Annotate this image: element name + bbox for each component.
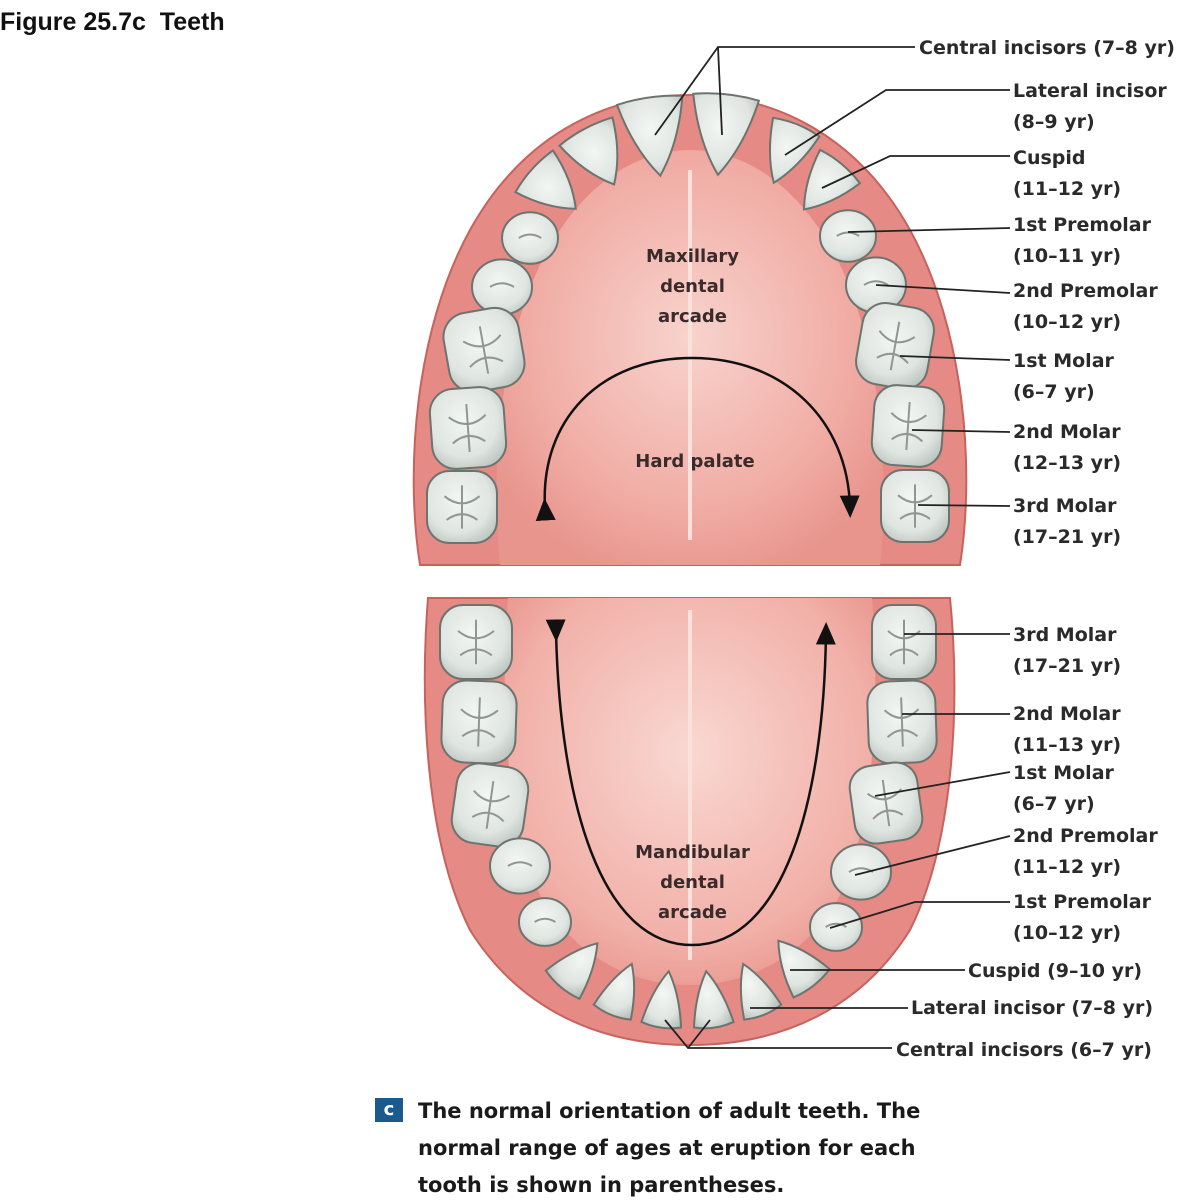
label-lower-lateral-incisor: Lateral incisor (7–8 yr) (911, 997, 1154, 1019)
upper-2nd-molar-left (428, 386, 508, 470)
label-upper-2nd-premolar: 2nd Premolar(10–12 yr) (1013, 280, 1158, 333)
figure-title: Figure 25.7c Teeth (0, 8, 225, 36)
label-lower-2nd-molar: 2nd Molar(11–13 yr) (1013, 703, 1122, 756)
leader-lines (654, 46, 1011, 1049)
upper-2nd-premolar-left (471, 258, 533, 316)
upper-cuspid-right (802, 148, 862, 211)
leader-lower-1st-premolar (829, 901, 1010, 929)
leader-lower-2nd-premolar (854, 835, 1011, 876)
caption-letter-badge: c (375, 1098, 403, 1122)
upper-lateral-incisor-right (768, 116, 821, 185)
upper-arch-arrow (535, 356, 860, 522)
upper-1st-premolar-right (819, 209, 877, 263)
upper-2nd-molar-right (870, 384, 946, 468)
leader-upper-cuspid (821, 155, 1010, 189)
upper-teeth (426, 92, 950, 544)
label-upper-lateral-incisor: Lateral incisor(8–9 yr) (1013, 80, 1167, 133)
leader-upper-central-right (717, 46, 723, 136)
leader-upper-1st-premolar (847, 227, 1011, 233)
lower-2nd-molar-left (440, 679, 518, 765)
label-upper-central-incisors: Central incisors (7–8 yr) (919, 37, 1175, 59)
label-lower-cuspid: Cuspid (9–10 yr) (968, 960, 1143, 982)
label-upper-2nd-molar: 2nd Molar(12–13 yr) (1013, 421, 1122, 474)
label-lower-3rd-molar: 3rd Molar(17–21 yr) (1013, 624, 1122, 677)
upper-central-incisor-right (692, 92, 761, 177)
lower-2nd-premolar-right (830, 843, 892, 901)
label-upper-1st-premolar: 1st Premolar(10–11 yr) (1013, 214, 1151, 267)
lower-central-incisor-right (692, 969, 735, 1030)
leader-upper-lateral (784, 89, 1010, 156)
figure-caption: The normal orientation of adult teeth. T… (418, 1099, 921, 1197)
label-lower-central-incisors: Central incisors (6–7 yr) (896, 1039, 1152, 1061)
lower-1st-premolar-left (518, 897, 572, 947)
lower-3rd-molar-left (439, 604, 513, 680)
leader-upper-3rd-molar (917, 504, 1011, 507)
upper-central-incisor-left (615, 94, 684, 178)
lower-2nd-molar-right (866, 679, 938, 765)
label-lower-1st-premolar: 1st Premolar(10–12 yr) (1013, 891, 1151, 944)
maxillary-label: Maxillary dental arcade (646, 246, 739, 327)
lower-cuspid-right (777, 939, 832, 999)
lower-2nd-premolar-left (489, 837, 551, 895)
upper-1st-molar-left (442, 306, 526, 394)
upper-1st-molar-right (855, 302, 935, 390)
lower-1st-molar-right (848, 761, 924, 845)
lower-1st-molar-left (450, 762, 530, 848)
mandibular-label: Mandibular dental arcade (635, 842, 750, 923)
hard-palate-label: Hard palate (635, 451, 755, 472)
leader-upper-2nd-premolar (875, 284, 1011, 294)
label-lower-1st-molar: 1st Molar(6–7 yr) (1013, 762, 1114, 815)
label-lower-2nd-premolar: 2nd Premolar(11–12 yr) (1013, 825, 1158, 878)
upper-1st-premolar-left (501, 211, 559, 265)
lower-teeth (439, 604, 938, 1030)
lower-lateral-incisor-right (739, 962, 783, 1021)
upper-cuspid-left (514, 149, 577, 210)
label-upper-cuspid: Cuspid(11–12 yr) (1013, 147, 1122, 200)
leader-upper-2nd-molar (911, 429, 1011, 433)
lower-central-incisor-left (640, 969, 683, 1030)
lower-lateral-incisor-left (592, 962, 636, 1021)
leader-lower-1st-molar (874, 771, 1011, 797)
lower-cuspid-left (544, 941, 599, 1001)
upper-lateral-incisor-left (557, 116, 619, 186)
upper-3rd-molar-left (426, 470, 498, 544)
label-upper-1st-molar: 1st Molar(6–7 yr) (1013, 350, 1114, 403)
lower-3rd-molar-right (871, 604, 937, 680)
leader-lower-central-right (687, 1019, 711, 1049)
label-upper-3rd-molar: 3rd Molar(17–21 yr) (1013, 495, 1122, 548)
leader-upper-1st-molar (899, 355, 1011, 361)
lower-arch-arrow (545, 619, 836, 947)
